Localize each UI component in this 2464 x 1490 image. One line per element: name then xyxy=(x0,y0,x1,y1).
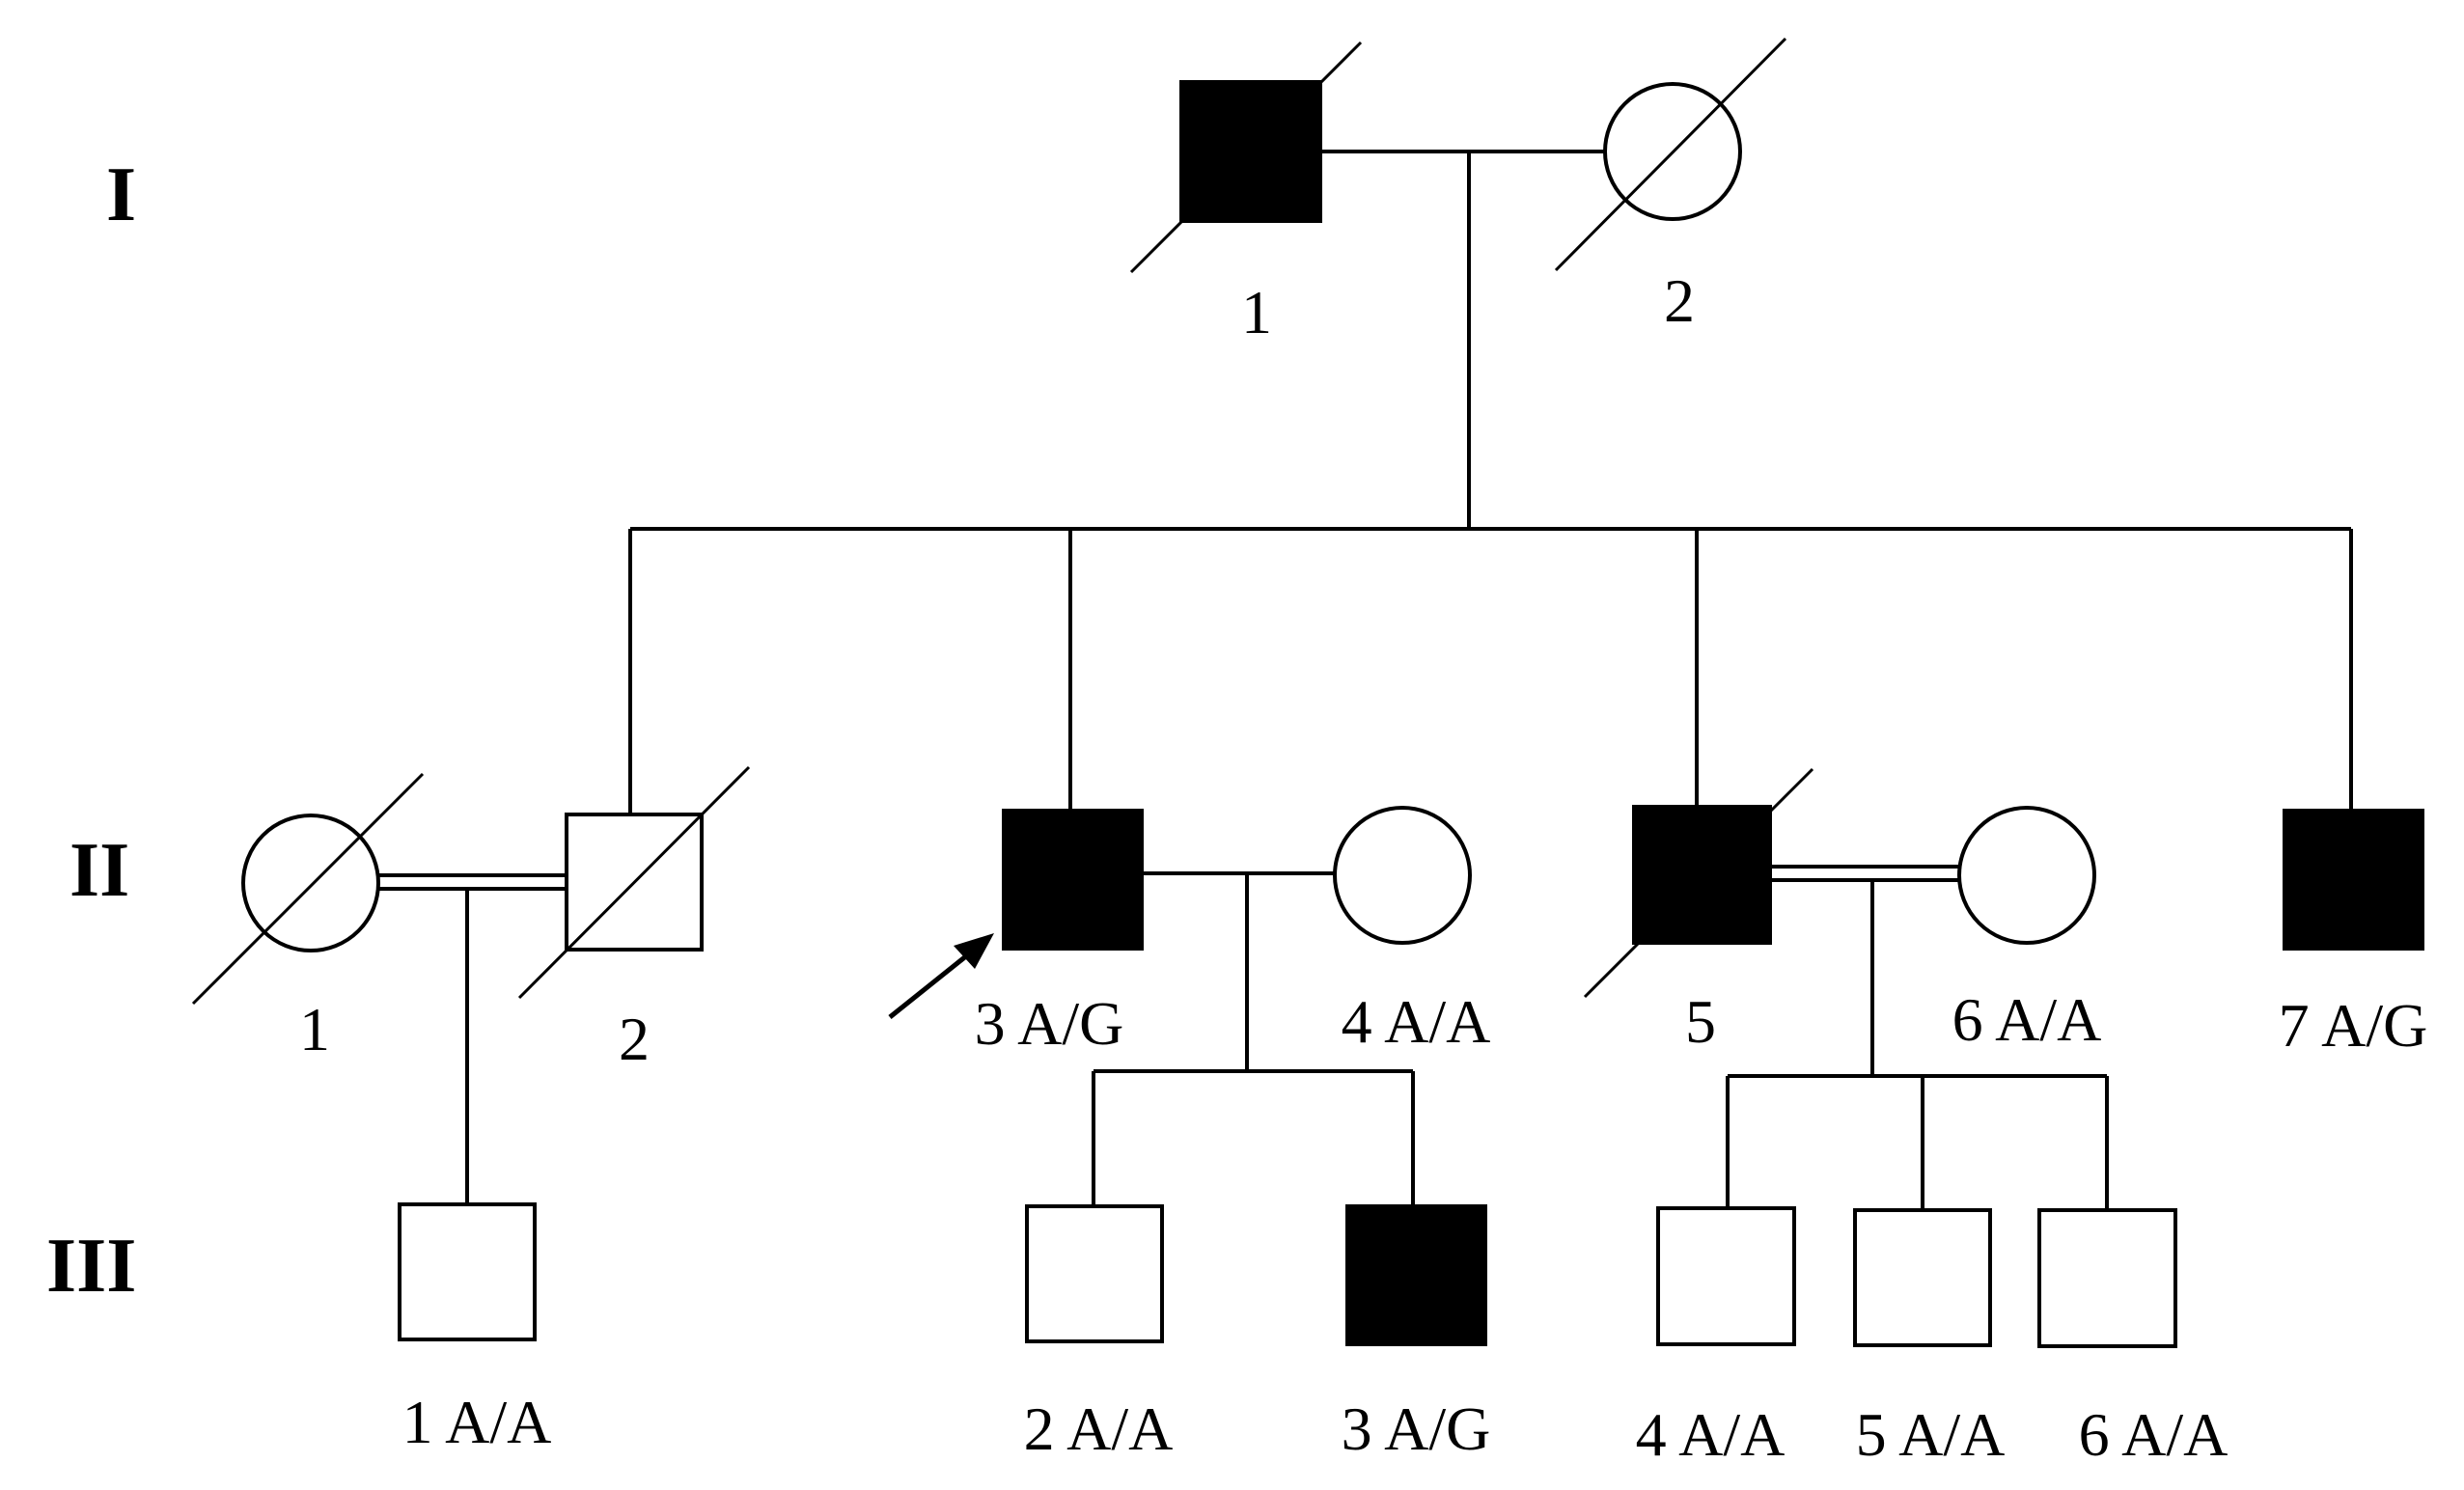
individual-II2: 2 xyxy=(517,765,751,1073)
deceased-slash xyxy=(191,772,425,1006)
male-unaffected-symbol xyxy=(398,1202,537,1341)
generation-label-II: II xyxy=(69,828,129,913)
individual-label: 1 xyxy=(299,995,330,1063)
individual-III1: 1 A/A xyxy=(398,1202,552,1456)
deceased-slash xyxy=(1554,37,1787,272)
female-unaffected-symbol xyxy=(1333,806,1472,945)
individual-I2: 2 xyxy=(1554,37,1787,335)
individual-label: 5 xyxy=(1685,987,1716,1056)
individual-III4: 4 A/A xyxy=(1636,1206,1796,1469)
mating-line-II3-II4 xyxy=(1092,871,1415,1206)
generation-label-I: I xyxy=(106,152,136,237)
male-affected-symbol xyxy=(1632,805,1772,945)
individual-label: 6 A/A xyxy=(1952,985,2102,1054)
individual-III3: 3 A/G xyxy=(1342,1204,1491,1463)
male-affected-symbol xyxy=(1002,809,1144,951)
individual-II3: 3 A/G xyxy=(888,809,1144,1058)
deceased-slash xyxy=(1583,767,1814,999)
male-affected-symbol xyxy=(2283,809,2424,951)
male-unaffected-symbol xyxy=(1656,1206,1796,1346)
individual-label: 2 xyxy=(619,1005,650,1073)
individual-label: 3 A/G xyxy=(1342,1394,1491,1463)
individual-II7: 7 A/G xyxy=(2279,809,2428,1060)
individual-label: 6 A/A xyxy=(2079,1400,2229,1469)
generation-label-III: III xyxy=(46,1224,136,1309)
deceased-slash xyxy=(517,765,751,1000)
individual-label: 7 A/G xyxy=(2279,991,2428,1060)
individual-label: 1 xyxy=(1241,278,1272,346)
individual-II6: 6 A/A xyxy=(1952,806,2102,1054)
mating-line-II5-II6 xyxy=(1726,865,2109,1210)
individual-label: 1 A/A xyxy=(402,1388,552,1456)
individual-II4: 4 A/A xyxy=(1333,806,1491,1056)
individual-label: 2 xyxy=(1664,266,1695,335)
individual-III5: 5 A/A xyxy=(1853,1208,2006,1469)
proband-arrow-icon xyxy=(888,933,994,1019)
male-affected-symbol xyxy=(1345,1204,1487,1346)
individual-label: 4 A/A xyxy=(1636,1400,1786,1469)
female-unaffected-symbol xyxy=(1957,806,2096,945)
individual-label: 3 A/G xyxy=(975,989,1124,1058)
deceased-slash xyxy=(1129,41,1363,274)
male-unaffected-symbol xyxy=(2037,1208,2177,1348)
individual-II1: 1 xyxy=(191,772,425,1063)
male-unaffected-symbol xyxy=(1853,1208,1992,1347)
individual-II5: 5 xyxy=(1583,767,1814,1056)
mating-line-II1-II2 xyxy=(378,873,567,1204)
female-unaffected-symbol xyxy=(241,814,380,952)
individual-III2: 2 A/A xyxy=(1024,1204,1174,1463)
individual-label: 5 A/A xyxy=(1856,1400,2006,1469)
individual-I1: 1 xyxy=(1129,41,1363,346)
male-unaffected-symbol xyxy=(1025,1204,1164,1343)
individual-label: 2 A/A xyxy=(1024,1394,1174,1463)
descent-line-I xyxy=(628,152,2353,814)
individual-label: 4 A/A xyxy=(1342,987,1491,1056)
individual-III6: 6 A/A xyxy=(2037,1208,2229,1469)
